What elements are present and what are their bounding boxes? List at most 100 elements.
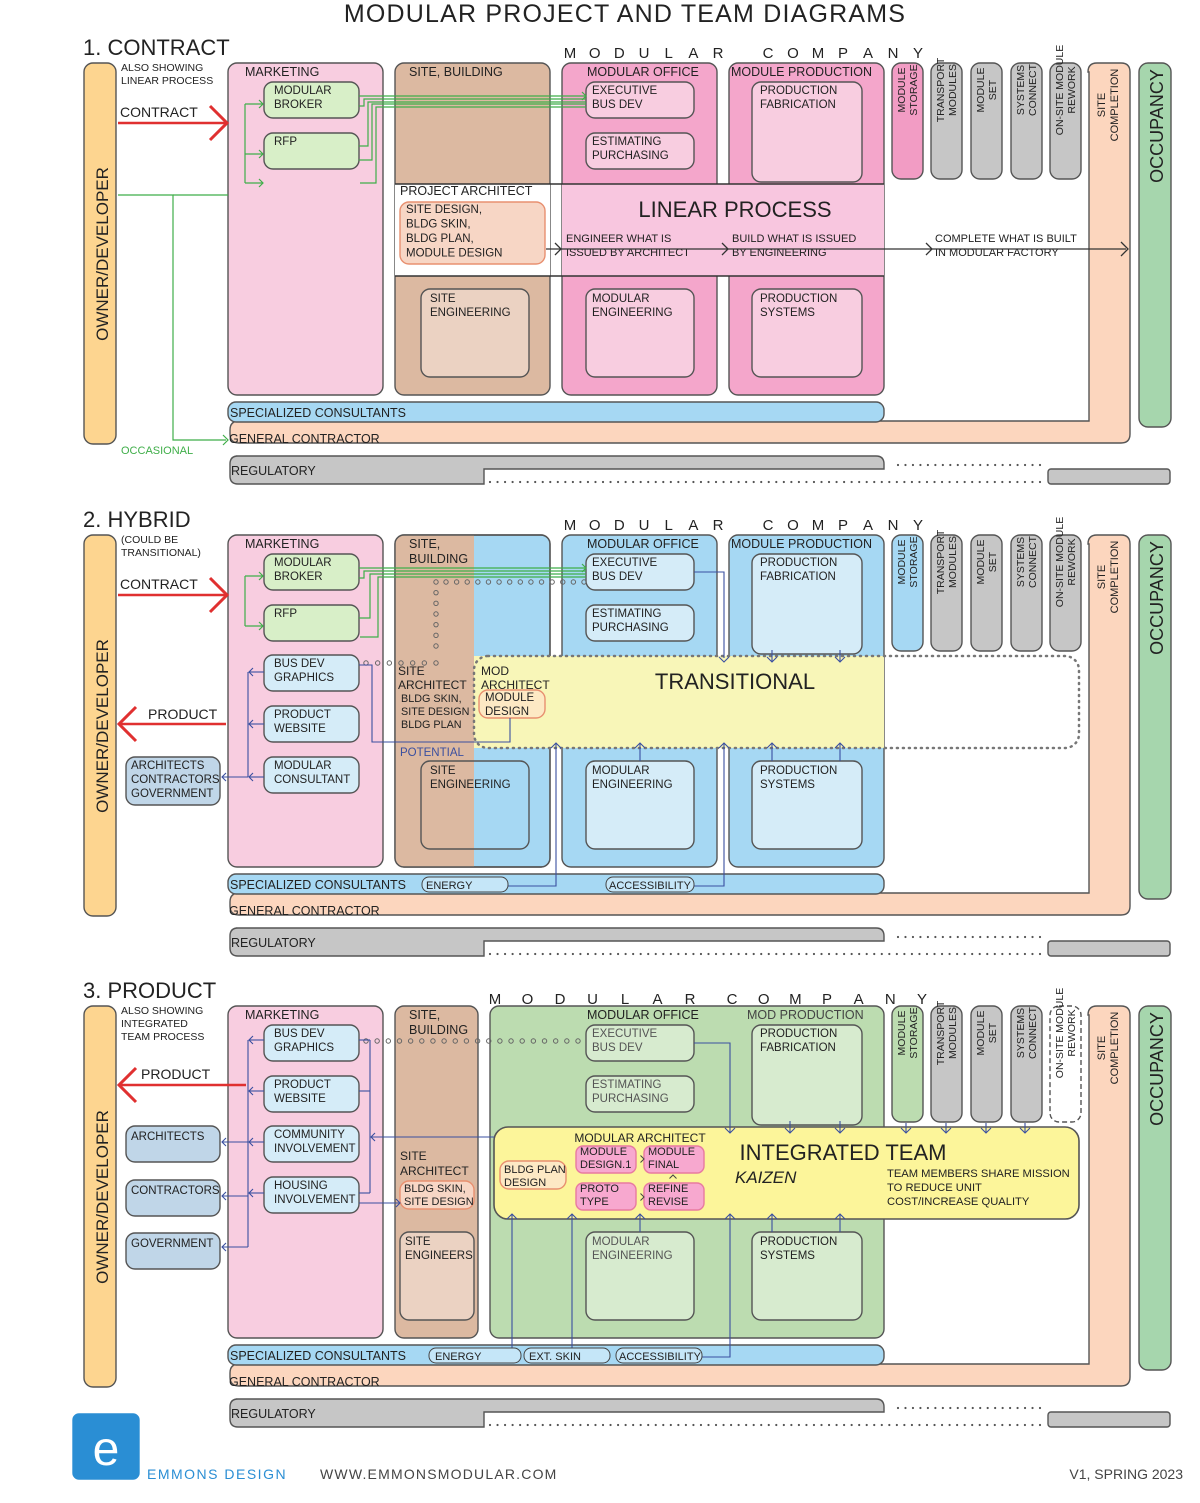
production-systems-label: PRODUCTION	[760, 1236, 837, 1248]
regulatory-dots	[933, 952, 936, 956]
regulatory-dots	[609, 1423, 612, 1427]
regulatory-bar	[229, 1398, 885, 1428]
regulatory-dots	[979, 935, 982, 939]
production-fabrication-label: FABRICATION	[760, 1042, 836, 1054]
estimating-purchasing-label: ESTIMATING	[592, 136, 661, 148]
modular-heading: D	[555, 991, 566, 1008]
regulatory-end-bar	[1047, 940, 1171, 957]
site-architect-task: SITE DESIGN	[404, 1196, 474, 1208]
production-fabrication-box	[751, 553, 863, 655]
regulatory-dots	[745, 1423, 748, 1427]
green-arrowhead-icon	[258, 178, 264, 188]
modular-heading: D	[614, 517, 625, 534]
owner-developer-bar	[83, 534, 117, 917]
modular-heading: A	[688, 45, 698, 62]
modular-broker-label: MODULAR	[274, 557, 332, 569]
owner-developer-bar	[83, 62, 117, 445]
regulatory-dots	[986, 1406, 989, 1410]
architect-task: BLDG PLAN,	[406, 233, 474, 245]
estimating-purchasing-label: PURCHASING	[592, 1093, 669, 1105]
regulatory-dots	[707, 480, 710, 484]
regulatory-dots	[910, 480, 914, 484]
marketing-task-label: INVOLVEMENT	[274, 1143, 356, 1155]
regulatory-dots	[534, 952, 537, 956]
regulatory-dots	[571, 480, 574, 484]
modular-office-label: MODULAR OFFICE	[587, 537, 699, 551]
production-systems-box	[751, 1231, 863, 1321]
integrated-team-title: INTEGRATED TEAM	[740, 1140, 947, 1165]
process-column-label: ON-SITE MODULE	[1054, 45, 1066, 135]
mod-architect-label: MOD	[481, 664, 509, 678]
marketing-task-box	[263, 1075, 360, 1113]
site-engineering-label: ENGINEERING	[430, 779, 511, 791]
regulatory-dots	[586, 952, 590, 956]
regulatory-dots	[556, 480, 559, 484]
regulatory-dots	[979, 1406, 982, 1410]
regulatory-dots	[805, 480, 808, 484]
general-contractor-label: GENERAL CONTRACTOR	[229, 432, 380, 446]
regulatory-dots	[986, 1423, 989, 1427]
regulatory-dots	[1001, 480, 1004, 484]
pink-process-label: REVISE	[648, 1196, 688, 1208]
process-column-label: ON-SITE MODULE	[1054, 988, 1066, 1078]
marketing-task-box	[263, 1176, 360, 1214]
regulatory-dots	[745, 952, 748, 956]
modular-heading: A	[688, 517, 698, 534]
process-column-label: CONNECT	[1027, 535, 1039, 588]
production-fabrication-label: FABRICATION	[760, 571, 836, 583]
dotted-connector	[433, 632, 439, 639]
regulatory-dots	[911, 1406, 915, 1410]
regulatory-dots	[692, 952, 695, 956]
regulatory-dots	[1031, 480, 1034, 484]
regulatory-dots	[601, 952, 605, 956]
section-note: TRANSITIONAL)	[121, 547, 201, 559]
executive-bus-dev-label: EXECUTIVE	[592, 85, 658, 97]
regulatory-dots	[571, 952, 574, 956]
regulatory-dots	[827, 480, 831, 484]
regulatory-dots	[790, 480, 793, 484]
bldg-plan-design-label: DESIGN	[504, 1177, 546, 1189]
page-title: MODULAR PROJECT AND TEAM DIAGRAMS	[344, 0, 906, 28]
external-stakeholders-label: GOVERNMENT	[131, 788, 213, 800]
regulatory-dots	[934, 1406, 937, 1410]
company-heading: O	[758, 991, 770, 1008]
modular-heading: R	[713, 517, 724, 534]
estimating-purchasing-label: ESTIMATING	[592, 608, 661, 620]
process-column-label: MODULE	[896, 1011, 908, 1056]
regulatory-dots	[760, 1423, 763, 1427]
regulatory-dots	[812, 480, 816, 484]
production-systems-label: PRODUCTION	[760, 293, 837, 305]
linear-process-title: LINEAR PROCESS	[638, 197, 831, 222]
modular-heading: R	[685, 991, 696, 1008]
owner-developer-label: OWNER/DEVELOPER	[93, 1110, 112, 1284]
modular-heading: M	[564, 45, 577, 62]
dotted-connector	[463, 1038, 470, 1044]
regulatory-dots	[1031, 935, 1034, 939]
production-systems-label: SYSTEMS	[760, 307, 815, 319]
regulatory-dots	[707, 1423, 710, 1427]
regulatory-dots	[519, 480, 522, 484]
pink-process-box	[575, 1182, 637, 1211]
site-engineering-label: ENGINEERING	[430, 307, 511, 319]
pink-process-label: FINAL	[648, 1159, 679, 1171]
rfp-label: RFP	[274, 136, 297, 148]
process-column-label: STORAGE	[908, 1007, 920, 1058]
regulatory-dots	[1016, 480, 1019, 484]
modular-office-label: MODULAR OFFICE	[587, 65, 699, 79]
dotted-connector	[496, 579, 502, 585]
dotted-connector	[374, 1038, 380, 1044]
company-heading: C	[763, 45, 774, 62]
blue-arrowhead-icon	[221, 1191, 227, 1201]
regulatory-dots	[963, 1423, 966, 1427]
regulatory-dots	[934, 463, 937, 467]
regulatory-dots	[903, 1423, 906, 1427]
dotted-connector	[443, 579, 449, 585]
regulatory-dots	[677, 952, 680, 956]
process-column	[970, 62, 1003, 180]
regulatory-dots	[986, 463, 989, 467]
dotted-connector	[363, 1038, 369, 1044]
dotted-connector	[433, 589, 439, 596]
regulatory-dots	[948, 480, 951, 484]
regulatory-dots	[888, 952, 891, 956]
process-column-label: REWORK	[1066, 66, 1078, 113]
